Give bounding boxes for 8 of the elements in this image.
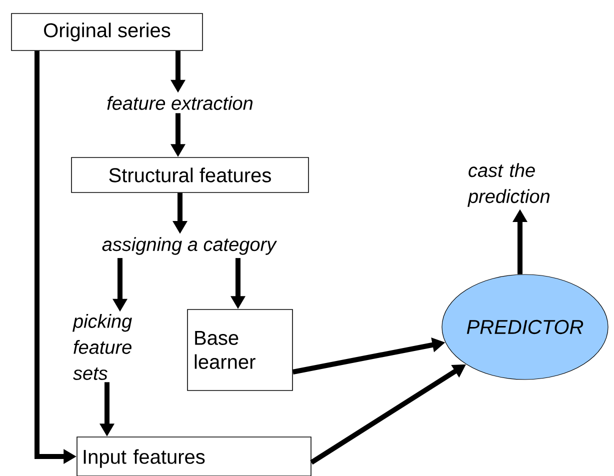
process-box: Original series	[11, 13, 203, 51]
step-label: picking feature sets	[72, 314, 132, 380]
step-label: assigning a category	[102, 237, 278, 255]
step-label: feature extraction	[107, 96, 253, 110]
step-label: cast the prediction	[468, 163, 550, 207]
process-box: Base learner	[187, 309, 293, 391]
process-box: Structural features	[71, 157, 309, 193]
process-box: Input features	[76, 436, 312, 476]
